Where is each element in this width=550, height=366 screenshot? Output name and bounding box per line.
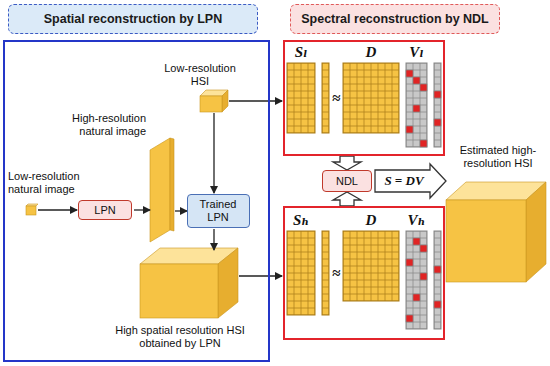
matrix-grid bbox=[287, 231, 441, 329]
hollow-arrow bbox=[375, 164, 446, 198]
section-header: Spatial reconstruction by LPN bbox=[8, 4, 258, 34]
output-label: Estimated high-resolution HSI bbox=[450, 144, 546, 170]
image-label: High spatial resolution HSI obtained by … bbox=[95, 324, 265, 350]
method-box: NDL bbox=[322, 170, 372, 192]
hollow-arrow bbox=[333, 192, 361, 206]
image-label: Low-resolution HSI bbox=[160, 62, 240, 88]
equation-panel: Sₗ ≈ DVₗ bbox=[283, 40, 445, 156]
box-text: NDL bbox=[336, 175, 358, 188]
network-box: LPN bbox=[78, 200, 132, 220]
section-header: Spectral reconstruction by NDL bbox=[290, 4, 500, 34]
matrix-symbol: D bbox=[343, 43, 399, 61]
approx-symbol: ≈ bbox=[329, 264, 343, 282]
equation-panel: Sₕ ≈ DVₕ bbox=[283, 206, 445, 340]
box-text: Spatial reconstruction by LPN bbox=[44, 12, 223, 27]
box-text: LPN bbox=[94, 204, 115, 217]
matrix-symbol: Sₕ bbox=[281, 211, 321, 229]
hollow-arrow bbox=[333, 156, 361, 170]
matrix-grid bbox=[287, 63, 441, 147]
matrix-symbol: D bbox=[343, 211, 399, 229]
hsi-cube bbox=[200, 90, 228, 112]
equation-label: S = DV bbox=[378, 172, 430, 190]
matrix-symbol: Vₕ bbox=[400, 211, 433, 229]
image-thumb bbox=[26, 204, 38, 215]
hsi-cube bbox=[446, 182, 546, 282]
network-box: Trained LPN bbox=[187, 194, 250, 228]
spatial-panel: Low-resolution HSI High-resolution natura… bbox=[3, 40, 270, 362]
approx-symbol: ≈ bbox=[329, 89, 343, 107]
box-text: Spectral reconstruction by NDL bbox=[301, 12, 489, 27]
hsi-cube bbox=[140, 248, 238, 318]
image-plane bbox=[150, 138, 174, 242]
box-text: Trained LPN bbox=[192, 198, 245, 224]
matrix-symbol: Sₗ bbox=[281, 43, 321, 61]
matrix-symbol: Vₗ bbox=[400, 43, 433, 61]
image-label: High-resolution natural image bbox=[48, 112, 146, 138]
image-label: Low-resolution natural image bbox=[8, 170, 88, 196]
